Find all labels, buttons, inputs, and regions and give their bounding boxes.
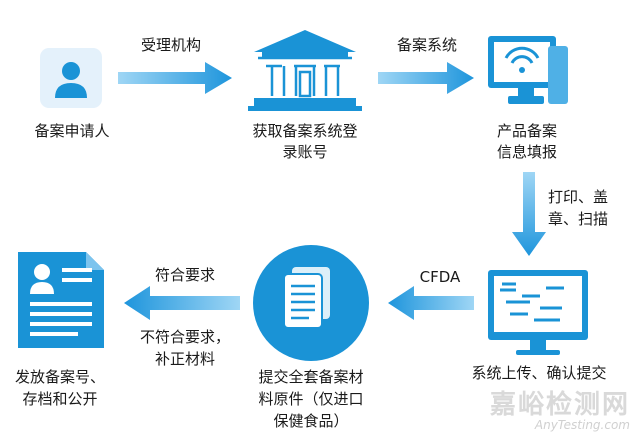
- edge-print-stamp-line1: 打印、盖: [548, 188, 609, 206]
- arrow-account-to-filing: [378, 62, 474, 94]
- node-info-fill-line2: 信息填报: [496, 143, 557, 161]
- node-get-account-line2: 录账号: [282, 143, 328, 161]
- node-upload-confirm: 系统上传、确认提交: [471, 364, 607, 382]
- node-submit-line3: 保健食品）: [273, 412, 349, 430]
- computer-wifi-icon: [488, 36, 568, 104]
- edge-compliant: 符合要求: [154, 266, 215, 284]
- edge-noncompliant-line2: 补正材料: [154, 350, 215, 368]
- certificate-icon: [18, 252, 104, 348]
- edge-accept-org: 受理机构: [140, 36, 201, 54]
- document-stack-icon: [253, 245, 369, 361]
- arrow-submit-to-issue: [124, 286, 240, 320]
- arrow-filing-to-upload: [512, 172, 546, 256]
- arrow-applicant-to-account: [118, 62, 232, 94]
- node-info-fill-line1: 产品备案: [496, 122, 557, 140]
- watermark-main: 嘉峪检测网: [489, 390, 630, 420]
- edge-print-stamp-line2: 章、扫描: [548, 210, 609, 228]
- node-issue-line2: 存档和公开: [22, 390, 98, 408]
- node-issue-line1: 发放备案号、: [14, 368, 105, 386]
- applicant-icon: [40, 48, 102, 108]
- node-submit-line1: 提交全套备案材: [258, 368, 364, 386]
- node-submit-line2: 料原件（仅进口: [258, 390, 364, 408]
- edge-cfda: CFDA: [419, 268, 461, 286]
- arrow-upload-to-submit: [388, 286, 474, 320]
- building-icon: [248, 30, 362, 111]
- watermark-sub: AnyTesting.com: [534, 418, 630, 432]
- edge-noncompliant-line1: 不符合要求，: [139, 328, 230, 346]
- node-get-account-line1: 获取备案系统登: [252, 122, 358, 140]
- monitor-chart-icon: [488, 270, 588, 355]
- node-applicant: 备案申请人: [34, 122, 110, 140]
- edge-filing-system: 备案系统: [396, 36, 457, 54]
